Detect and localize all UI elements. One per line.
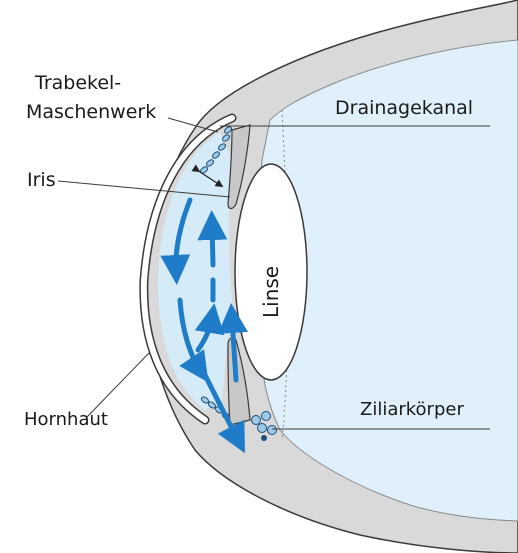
flow-arrow-inner-right-up bbox=[212, 225, 213, 265]
label-hornhaut: Hornhaut bbox=[24, 409, 108, 430]
label-linse: Linse bbox=[259, 266, 283, 318]
label-ziliarkoerper: Ziliarkörper bbox=[360, 399, 464, 420]
label-trabekel-line1: Trabekel- bbox=[34, 72, 121, 94]
label-trabekel-line2: Maschenwerk bbox=[26, 101, 156, 123]
label-iris: Iris bbox=[27, 169, 56, 191]
label-drainagekanal: Drainagekanal bbox=[335, 97, 473, 119]
